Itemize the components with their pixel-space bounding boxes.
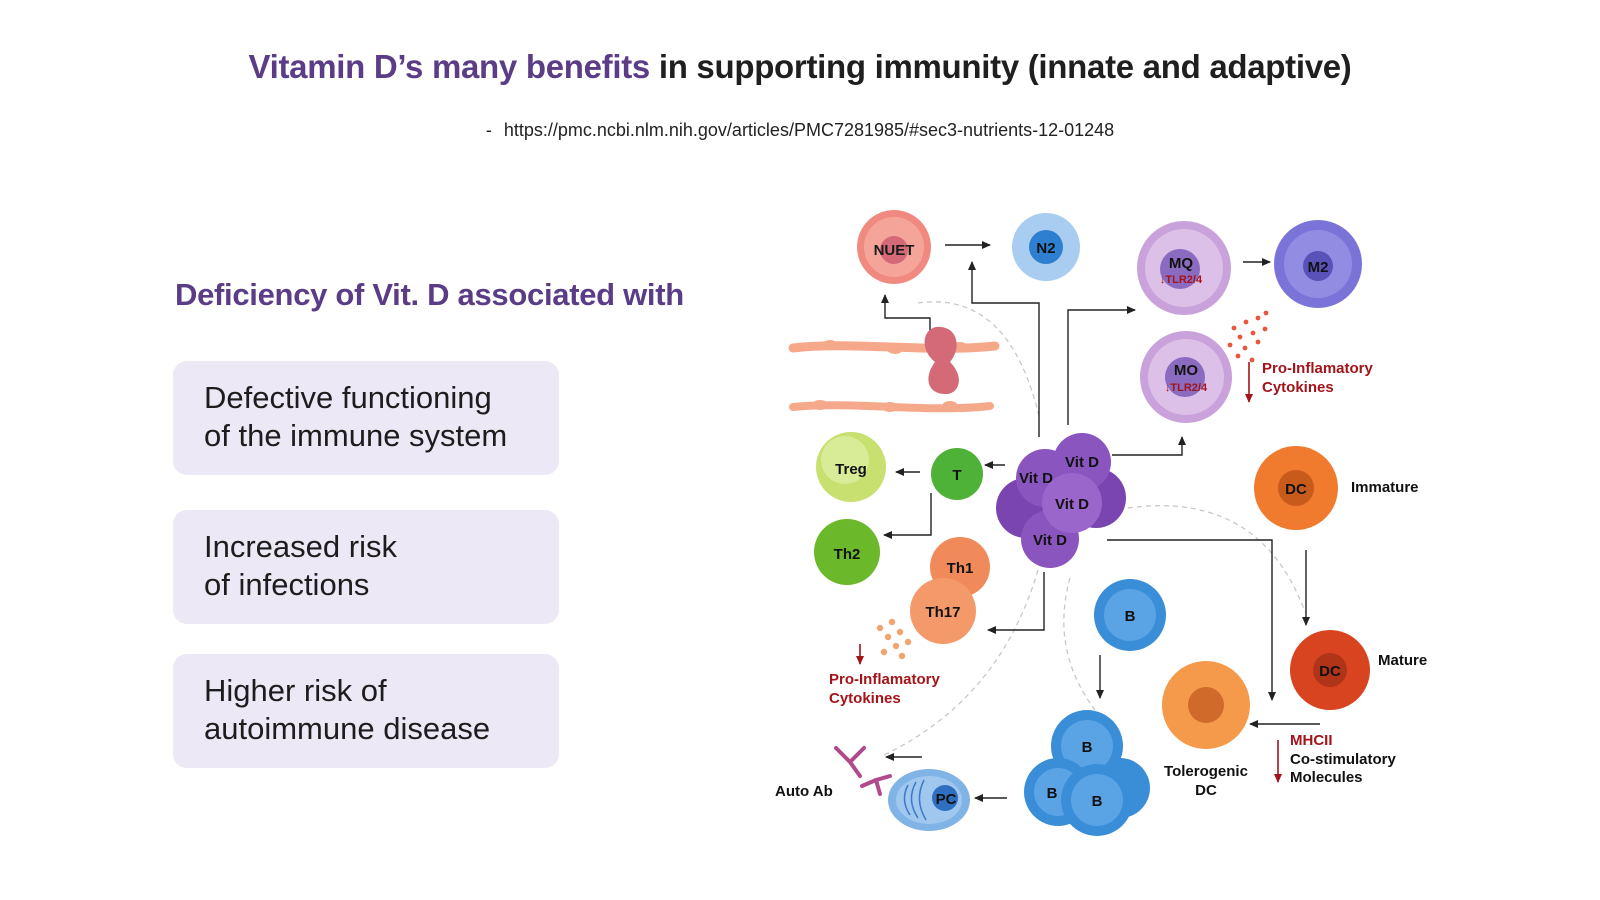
card-line-2: of the immune system: [204, 418, 508, 453]
mature-label: Mature: [1378, 652, 1427, 669]
vitd-label-1: Vit D: [1065, 454, 1099, 471]
auto-ab-label: Auto Ab: [775, 783, 833, 800]
b-cluster-label-1: B: [1082, 739, 1093, 756]
dc-immature-label: DC: [1285, 481, 1307, 498]
card-line-1: Increased risk: [204, 529, 397, 564]
deficiency-heading: Deficiency of Vit. D associated with: [175, 277, 684, 312]
cytokines-label-1: Cytokines: [1262, 379, 1334, 396]
immature-label: Immature: [1351, 479, 1419, 496]
cytokine-dots: [1227, 310, 1269, 363]
vitamin-d-cluster: Vit D Vit D Vit D Vit D: [996, 433, 1126, 568]
treg-cell: Treg: [816, 432, 886, 502]
source-dash: -: [485, 120, 492, 140]
b-cluster-label-3: B: [1092, 793, 1103, 810]
mo-monocyte-cell: MO ↓TLR2/4: [1140, 331, 1232, 423]
b-single-label: B: [1125, 608, 1136, 625]
pro-inflam-label-1: Pro-Inflamatory: [1262, 360, 1374, 377]
pathway-arrows: [881, 241, 1320, 802]
auto-antibody-icon: [834, 746, 892, 796]
mq-tlr-label: ↓TLR2/4: [1160, 274, 1203, 286]
deficiency-card: Increased risk of infections: [173, 510, 559, 624]
nuet-label: NUET: [874, 242, 915, 259]
mhcii-label: MHCII: [1290, 732, 1333, 749]
pc-label: PC: [936, 791, 957, 808]
tolerogenic-dc-label: DC: [1195, 782, 1217, 799]
dashed-guides: [881, 301, 1306, 757]
dc-immature-cell: DC: [1254, 446, 1338, 530]
neutrophil-cell: NUET: [857, 210, 931, 284]
th2-cell: Th2: [814, 519, 880, 585]
cytokine-dots-orange: [876, 618, 912, 660]
plasma-cell: PC: [888, 769, 970, 831]
t-cell: T: [931, 448, 983, 500]
treg-label: Treg: [835, 461, 867, 478]
b-cell-cluster: B B B: [1024, 710, 1150, 836]
dc-mature-cell: DC: [1290, 630, 1370, 710]
vitd-label-2: Vit D: [1019, 470, 1053, 487]
mo-label: MO: [1174, 362, 1198, 379]
card-line-1: Defective functioning: [204, 380, 492, 415]
deficiency-card: Higher risk of autoimmune disease: [173, 654, 559, 768]
molecules-label: Molecules: [1290, 769, 1363, 786]
mo-tlr-label: ↓TLR2/4: [1165, 382, 1208, 394]
costim-label: Co-stimulatory: [1290, 751, 1397, 768]
th2-label: Th2: [834, 546, 861, 563]
red-down-arrows: [856, 362, 1282, 783]
pro-inflam-label-2: Pro-Inflamatory: [829, 671, 941, 688]
vitd-label-3: Vit D: [1055, 496, 1089, 513]
card-line-2: of infections: [204, 567, 370, 602]
endothelium-strands: [788, 326, 1000, 413]
th17-cell: Th17: [910, 578, 976, 644]
b-cell-single: B: [1094, 579, 1166, 651]
page-title: Vitamin D’s many benefits in supporting …: [0, 48, 1600, 86]
mq-label: MQ: [1169, 255, 1193, 272]
b-cluster-label-2: B: [1047, 785, 1058, 802]
card-line-1: Higher risk of: [204, 673, 387, 708]
tolerogenic-label: Tolerogenic: [1164, 763, 1248, 780]
th17-label: Th17: [925, 604, 960, 621]
source-url: https://pmc.ncbi.nlm.nih.gov/articles/PM…: [503, 120, 1115, 140]
t-label: T: [952, 467, 961, 484]
dc-mature-label: DC: [1319, 663, 1341, 680]
vitd-label-4: Vit D: [1033, 532, 1067, 549]
title-accent: Vitamin D’s many benefits: [248, 48, 651, 85]
m2-label: M2: [1308, 259, 1329, 276]
title-rest: in supporting immunity (innate and adapt…: [649, 48, 1352, 85]
source-citation: -https://pmc.ncbi.nlm.nih.gov/articles/P…: [0, 120, 1600, 141]
m2-cell: M2: [1274, 220, 1362, 308]
n2-label: N2: [1036, 240, 1055, 257]
n2-cell: N2: [1012, 213, 1080, 281]
deficiency-card: Defective functioning of the immune syst…: [173, 361, 559, 475]
th1-label: Th1: [947, 560, 974, 577]
card-line-2: autoimmune disease: [204, 711, 491, 746]
tolerogenic-dc-cell: [1162, 661, 1250, 749]
cytokines-label-2: Cytokines: [829, 690, 901, 707]
mq-macrophage-cell: MQ ↓TLR2/4: [1137, 221, 1231, 315]
